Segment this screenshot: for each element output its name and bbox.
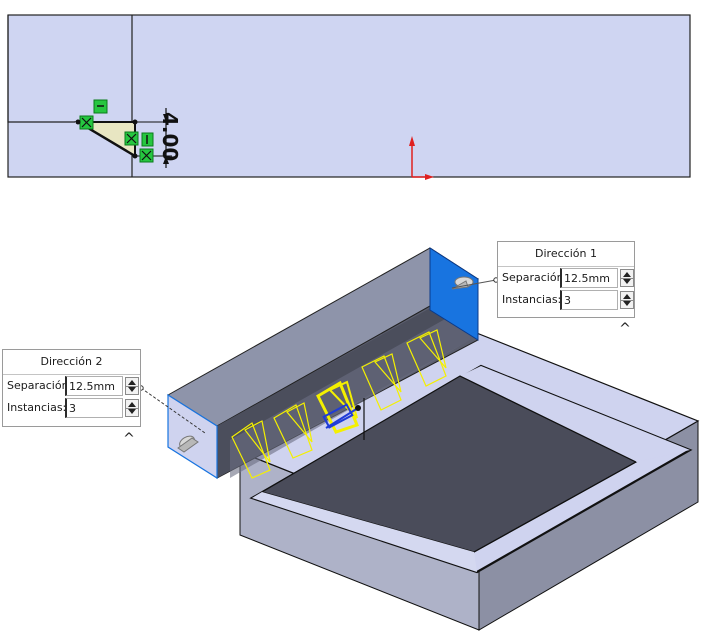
instances-spinner[interactable] [620, 291, 634, 309]
leader-dir2 [140, 387, 206, 434]
sketch-point [132, 153, 138, 159]
constraint-coincident-icon[interactable] [79, 115, 94, 130]
spacing-label: Separación: [502, 271, 568, 284]
sketch-point [132, 119, 138, 125]
constraint-vertical-icon[interactable] [141, 132, 154, 147]
dim-arrow-bottom [163, 156, 169, 164]
origin-icon [409, 136, 434, 180]
cavity-edge-2 [473, 461, 637, 553]
callout-title: Dirección 2 [3, 350, 140, 375]
leader-dir1 [451, 279, 497, 289]
cavity-side-wall-2 [252, 492, 477, 572]
instances-label: Instancias: [502, 293, 562, 306]
instances-input[interactable]: 3 [65, 398, 123, 418]
spacing-input[interactable]: 12.5mm [560, 268, 618, 288]
instances-input[interactable]: 3 [560, 290, 618, 310]
sketch-plane [7, 14, 691, 178]
direction-1-callout: Dirección 1 Separación: 12.5mm Instancia… [497, 241, 635, 318]
spacing-spinner[interactable] [620, 269, 634, 287]
callout-title: Dirección 1 [498, 242, 634, 267]
beam-end-face-selected[interactable] [429, 247, 479, 341]
model-view [138, 247, 700, 631]
pattern-seed-feature [316, 380, 365, 440]
direction-2-callout: Dirección 2 Separación: 12.5mm Instancia… [2, 349, 141, 427]
constraint-coincident-icon-2[interactable] [124, 131, 139, 146]
constraint-horizontal-icon[interactable] [93, 99, 108, 114]
constraint-coincident-icon-3[interactable] [139, 148, 154, 163]
sketch-point [75, 119, 81, 125]
spacing-spinner[interactable] [125, 377, 139, 395]
instances-label: Instancias: [7, 401, 67, 414]
chevron-up-icon[interactable]: ^ [123, 431, 135, 447]
spacing-label: Separación: [7, 379, 73, 392]
sketch-outline [7, 15, 75, 123]
dim-arrow-top [163, 114, 169, 122]
sketch-view: 4.00 [7, 14, 691, 180]
dimension-label[interactable]: 4.00 [158, 112, 182, 161]
spacing-input[interactable]: 12.5mm [65, 376, 123, 396]
cavity-edge [459, 375, 637, 463]
direction-2-arrow-icon[interactable] [177, 434, 199, 453]
instances-spinner[interactable] [125, 399, 139, 417]
chevron-up-icon[interactable]: ^ [619, 321, 631, 337]
cavity-side-wall [460, 366, 690, 462]
pattern-preview [231, 329, 447, 479]
